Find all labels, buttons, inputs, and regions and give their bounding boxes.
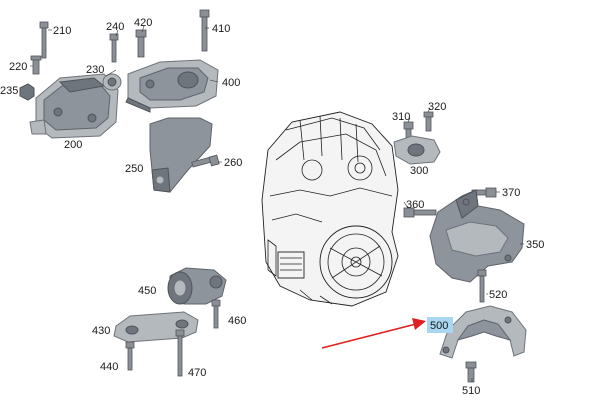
callout-230[interactable]: 230: [86, 64, 104, 76]
callout-220[interactable]: 220: [9, 61, 27, 73]
part-250-bracket[interactable]: [149, 117, 213, 193]
part-235-nut[interactable]: [19, 83, 35, 101]
part-210-bolt[interactable]: [39, 21, 49, 59]
part-470-bolt[interactable]: [175, 329, 185, 377]
part-360-bolt[interactable]: [403, 207, 437, 218]
callout-250[interactable]: 250: [125, 163, 143, 175]
callout-300[interactable]: 300: [410, 165, 428, 177]
callout-210[interactable]: 210: [53, 25, 71, 37]
part-400-upper-mount[interactable]: [125, 59, 219, 113]
part-440-bolt[interactable]: [125, 341, 135, 371]
part-520-stud[interactable]: [477, 269, 487, 303]
callout-460[interactable]: 460: [228, 315, 246, 327]
part-430-plate[interactable]: [113, 311, 199, 343]
part-410-bolt[interactable]: [199, 9, 210, 52]
callout-440[interactable]: 440: [100, 361, 118, 373]
callout-500-highlight: [427, 317, 453, 333]
callout-240[interactable]: 240: [106, 21, 124, 33]
part-460-bolt[interactable]: [211, 299, 221, 329]
part-510-bolt[interactable]: [465, 361, 477, 383]
callout-260[interactable]: 260: [224, 157, 242, 169]
callout-350[interactable]: 350: [526, 239, 544, 251]
part-320-bolt[interactable]: [423, 111, 434, 132]
callout-200[interactable]: 200: [64, 139, 82, 151]
callout-370[interactable]: 370: [502, 187, 520, 199]
part-500-bracket[interactable]: [439, 305, 527, 359]
callout-520[interactable]: 520: [489, 289, 507, 301]
part-230-bushing[interactable]: [102, 73, 122, 91]
highlight-arrow: [321, 318, 426, 349]
callout-420[interactable]: 420: [134, 17, 152, 29]
callout-450[interactable]: 450: [138, 285, 156, 297]
part-240-bolt[interactable]: [109, 33, 119, 63]
part-260-bolt[interactable]: [191, 154, 220, 168]
callout-430[interactable]: 430: [92, 325, 110, 337]
callout-360[interactable]: 360: [406, 199, 424, 211]
callout-510[interactable]: 510: [462, 385, 480, 397]
part-450-torque-rod[interactable]: [167, 267, 227, 305]
callout-410[interactable]: 410: [212, 23, 230, 35]
callout-400[interactable]: 400: [222, 77, 240, 89]
part-420-bolt[interactable]: [135, 29, 147, 58]
callout-470[interactable]: 470: [188, 367, 206, 379]
part-200-bracket[interactable]: [29, 73, 119, 139]
engine-assembly: [261, 111, 399, 307]
callout-235[interactable]: 235: [0, 85, 18, 97]
callout-320[interactable]: 320: [428, 101, 446, 113]
part-300-mount[interactable]: [393, 135, 441, 165]
callout-500[interactable]: 500: [430, 320, 448, 332]
leader-lines: [30, 25, 524, 382]
part-220-stud[interactable]: [30, 55, 42, 75]
part-350-bracket[interactable]: [429, 189, 525, 283]
callout-310[interactable]: 310: [392, 111, 410, 123]
